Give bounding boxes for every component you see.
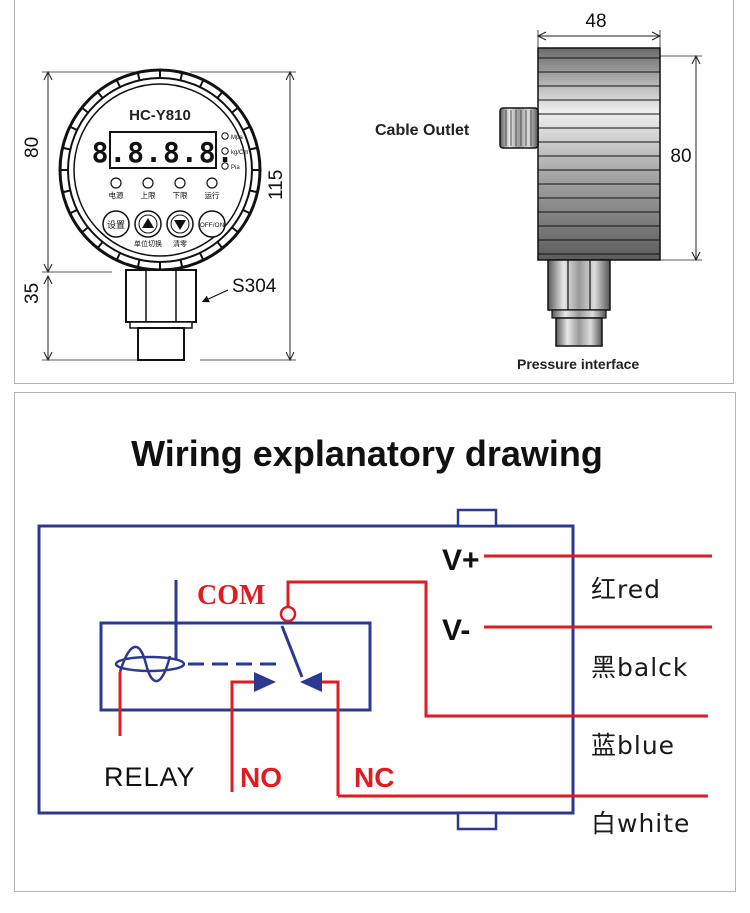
- power-button-label: OFF/ON: [200, 222, 225, 229]
- zero-caption: 清零: [173, 239, 187, 248]
- nc-contact-arrow: [300, 672, 322, 692]
- device-buttons: 设置 OFF/ON 单位切换 清零: [102, 210, 226, 248]
- led-display: 8.8.8.8.: [92, 136, 235, 169]
- front-view: 80 35 115 HC-Y810 8.8.8.8. Mpa kg/Cm Pia: [22, 68, 296, 362]
- status-indicators: 电源 上限 下限 运行: [109, 177, 220, 200]
- side-width-dimension: 48: [585, 11, 606, 32]
- wire-color-labels: 红red 黑balck 蓝blue 白white: [591, 575, 690, 838]
- enclosure-frame: [37, 524, 575, 815]
- wire-label-black: 黑balck: [591, 653, 688, 682]
- cable-outlet-label: Cable Outlet: [375, 122, 470, 139]
- v-minus-label: V-: [442, 614, 470, 647]
- total-height-dimension: 115: [266, 170, 287, 200]
- indicator-power: 电源: [109, 190, 124, 200]
- nc-label: NC: [354, 762, 394, 793]
- pressure-interface-label: Pressure interface: [517, 356, 639, 372]
- relay-coil: [114, 580, 282, 736]
- indicator-run: 运行: [205, 190, 220, 200]
- no-label: NO: [240, 762, 282, 793]
- indicator-lower: 下限: [173, 191, 188, 200]
- wiring-title: Wiring explanatory drawing: [131, 433, 603, 474]
- v-plus-label: V+: [442, 544, 480, 577]
- set-button-label: 设置: [107, 220, 125, 230]
- unit-indicators: Mpa kg/Cm Pia: [221, 132, 248, 171]
- wiring-drawing-panel: [14, 392, 736, 892]
- wire-label-blue: 蓝blue: [591, 731, 675, 760]
- com-label: COM: [197, 580, 265, 611]
- relay-box: [99, 621, 372, 712]
- down-arrow-icon: [174, 220, 186, 230]
- side-view: 48 80 Cable Outlet Pressure interface: [375, 11, 702, 372]
- unit-kgcm: kg/Cm: [231, 150, 248, 156]
- side-height-dimension: 80: [670, 146, 691, 167]
- no-contact-arrow: [254, 672, 276, 692]
- material-label: S304: [232, 276, 277, 297]
- front-height-dimension: 80: [22, 137, 43, 158]
- stem-height-dimension: 35: [22, 283, 43, 304]
- com-terminal: [279, 605, 297, 623]
- model-label: HC-Y810: [129, 107, 191, 124]
- wire-label-white: 白white: [591, 809, 690, 838]
- wiring-diagram: Wiring explanatory drawing: [37, 433, 712, 838]
- unit-pia: Pia: [231, 165, 240, 171]
- unit-mpa: Mpa: [231, 135, 243, 141]
- cable-gland: [499, 107, 539, 149]
- relay-label: RELAY: [104, 762, 196, 792]
- unit-switch-caption: 单位切换: [134, 239, 162, 248]
- wire-label-red: 红red: [591, 575, 661, 604]
- indicator-upper: 上限: [141, 191, 156, 200]
- up-arrow-icon: [142, 218, 154, 228]
